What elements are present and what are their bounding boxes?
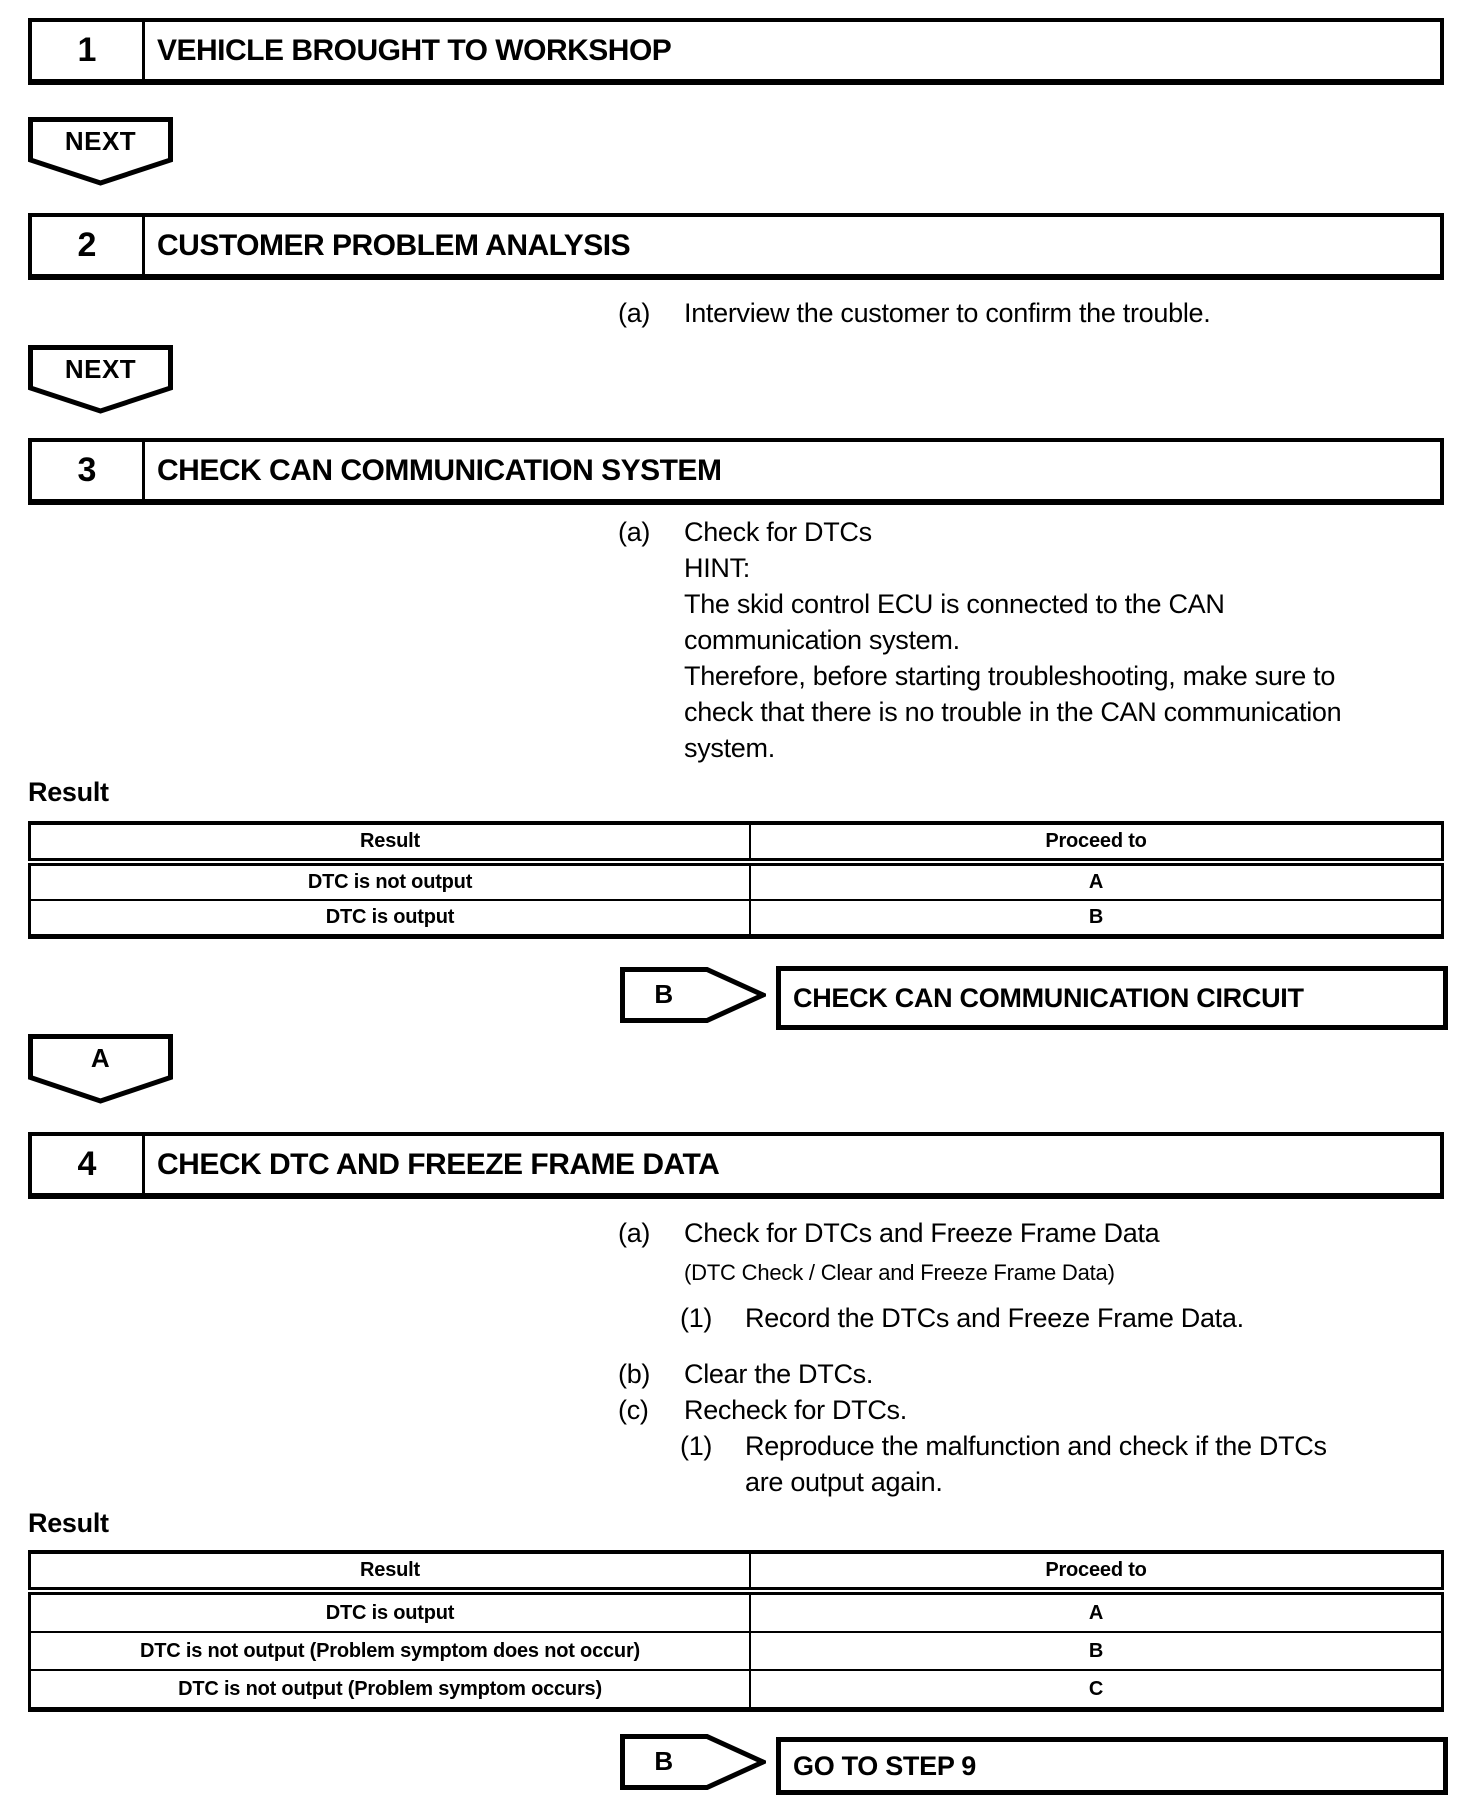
action-box-go-to-step-9: GO TO STEP 9 (776, 1737, 1448, 1795)
result-table-2: Result Proceed to DTC is output A DTC is… (28, 1550, 1444, 1712)
step-1-number: 1 (32, 22, 145, 79)
result-section-label: Result (28, 1508, 109, 1538)
next-connector-label: NEXT (64, 354, 137, 384)
step-3-item-a: (a) Check for DTCs (618, 515, 872, 549)
b-connector-2: B (620, 1734, 766, 1790)
table-cell: B (750, 899, 1443, 937)
action-box-check-can-circuit: CHECK CAN COMMUNICATION CIRCUIT (776, 966, 1448, 1030)
hint-line: The skid control ECU is connected to the… (684, 589, 1225, 619)
b-arrow-right-icon (620, 1734, 766, 1790)
step-4-item-a1: (1) Record the DTCs and Freeze Frame Data… (680, 1301, 1244, 1335)
table-cell: DTC is not output (Problem symptom occur… (29, 1669, 751, 1710)
step-box-1: 1 VEHICLE BROUGHT TO WORKSHOP (28, 18, 1444, 85)
step-2-title: CUSTOMER PROBLEM ANALYSIS (157, 228, 631, 262)
step-4-item-c: (c) Recheck for DTCs. (618, 1393, 907, 1427)
result-table-1: Result Proceed to DTC is not output A DT… (28, 821, 1444, 939)
hint-label: HINT: (684, 553, 751, 583)
table-cell: B (750, 1631, 1443, 1670)
item-label: (1) (680, 1303, 713, 1333)
a-arrow-down-icon (28, 1034, 173, 1104)
table-cell: DTC is not output (29, 862, 751, 900)
item-label: (1) (680, 1431, 713, 1461)
step-3-number: 3 (32, 442, 145, 499)
item-text: Reproduce the malfunction and check if t… (745, 1431, 1327, 1461)
next-arrow-down-icon (28, 345, 173, 414)
table-cell: DTC is output (29, 899, 751, 937)
step-box-3: 3 CHECK CAN COMMUNICATION SYSTEM (28, 438, 1444, 505)
a-connector-label: A (90, 1043, 111, 1073)
hint-line: Therefore, before starting troubleshooti… (684, 661, 1336, 691)
b-connector-label: B (654, 1746, 674, 1776)
step-4-number: 4 (32, 1136, 145, 1193)
item-label: (c) (618, 1395, 649, 1425)
item-text: Interview the customer to confirm the tr… (684, 298, 1211, 328)
step-box-2: 2 CUSTOMER PROBLEM ANALYSIS (28, 213, 1444, 280)
table-header-proceed-to: Proceed to (750, 823, 1443, 866)
step-2-item-a: (a) Interview the customer to confirm the… (618, 296, 1211, 330)
next-connector-1: NEXT (28, 117, 173, 186)
item-text: Check for DTCs and Freeze Frame Data (684, 1218, 1160, 1248)
result-section-label: Result (28, 777, 109, 807)
step-2-number: 2 (32, 217, 145, 274)
step-box-4: 4 CHECK DTC AND FREEZE FRAME DATA (28, 1132, 1444, 1199)
hint-line: check that there is no trouble in the CA… (684, 697, 1342, 727)
table-header-proceed-to: Proceed to (750, 1552, 1443, 1595)
step-4-item-b: (b) Clear the DTCs. (618, 1357, 873, 1391)
step-4-item-a: (a) Check for DTCs and Freeze Frame Data (618, 1216, 1160, 1250)
item-text: Recheck for DTCs. (684, 1395, 907, 1425)
item-text: Check for DTCs (684, 517, 872, 547)
next-arrow-down-icon (28, 117, 173, 186)
item-label: (b) (618, 1359, 651, 1389)
item-label: (a) (618, 1218, 651, 1248)
table-cell: C (750, 1669, 1443, 1710)
step-3-title: CHECK CAN COMMUNICATION SYSTEM (157, 453, 722, 487)
hint-line: communication system. (684, 625, 960, 655)
hint-line: system. (684, 733, 775, 763)
table-cell: A (1088, 1601, 1104, 1624)
table-cell: DTC is not output (Problem symptom does … (29, 1631, 751, 1670)
b-connector-1: B (620, 967, 766, 1023)
next-connector-2: NEXT (28, 345, 173, 414)
step-4-title: CHECK DTC AND FREEZE FRAME DATA (157, 1147, 720, 1181)
a-connector: A (28, 1034, 173, 1104)
table-header-result: Result (29, 823, 751, 866)
item-text: Clear the DTCs. (684, 1359, 874, 1389)
item-text: Record the DTCs and Freeze Frame Data. (745, 1303, 1244, 1333)
table-header-result: Result (29, 1552, 751, 1595)
step-1-title: VEHICLE BROUGHT TO WORKSHOP (157, 33, 672, 67)
step-4-item-c1: (1) Reproduce the malfunction and check i… (680, 1429, 1327, 1463)
b-arrow-right-icon (620, 967, 766, 1023)
step-4-item-a-note: (DTC Check / Clear and Freeze Frame Data… (684, 1260, 1115, 1285)
table-cell: DTC is output (29, 1591, 751, 1632)
table-cell: A (1088, 871, 1104, 893)
b-connector-label: B (654, 979, 674, 1009)
item-label: (a) (618, 298, 651, 328)
step-4-item-c1-cont: are output again. (745, 1467, 943, 1497)
item-label: (a) (618, 517, 651, 547)
next-connector-label: NEXT (64, 126, 137, 156)
